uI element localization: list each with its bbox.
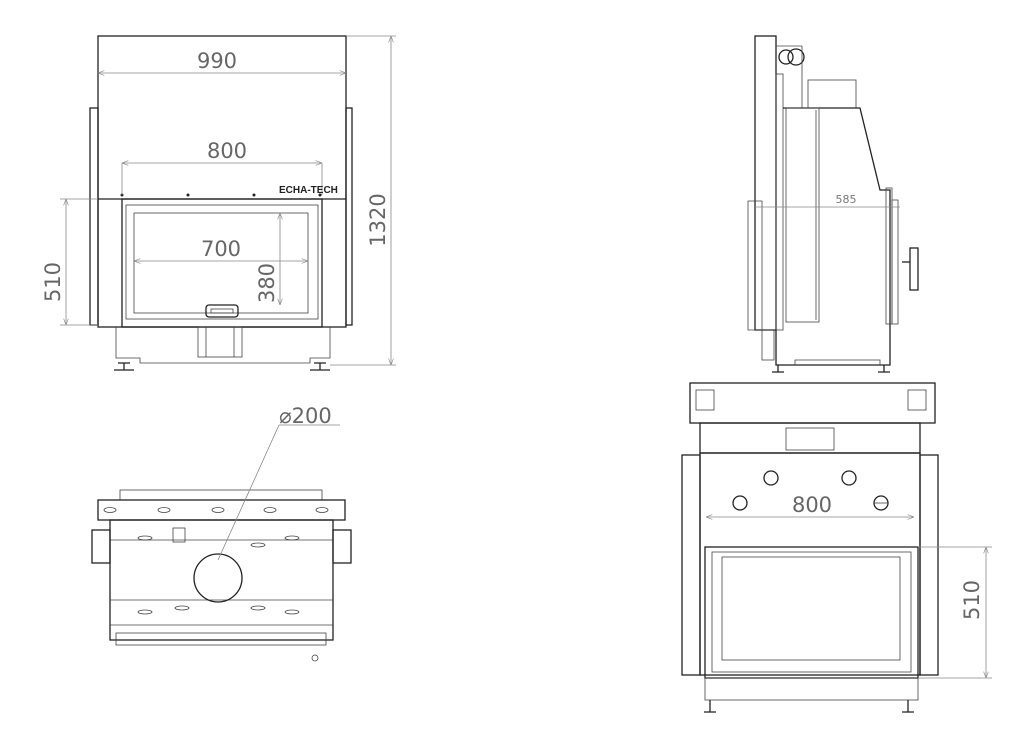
brand-logo: ECHA-TECH bbox=[279, 185, 338, 196]
rear-view: 800 510 bbox=[681, 382, 992, 713]
dim-width-overall: 990 bbox=[197, 49, 237, 73]
side-view: 585 bbox=[747, 35, 919, 373]
dim-height-glass: 380 bbox=[255, 263, 279, 303]
dim-width-door-frame: 800 bbox=[207, 139, 247, 163]
dim-rear-width: 800 bbox=[792, 493, 832, 517]
dim-height-door: 510 bbox=[41, 262, 65, 302]
front-view: 990 800 700 380 510 1320 ECHA-TECH bbox=[41, 35, 396, 371]
top-view: ⌀200 bbox=[91, 404, 352, 662]
dim-depth: 585 bbox=[836, 193, 857, 206]
dim-width-glass: 700 bbox=[201, 237, 241, 261]
dim-height-overall: 1320 bbox=[366, 193, 390, 246]
dim-flue-diameter: ⌀200 bbox=[279, 404, 332, 428]
dim-rear-height: 510 bbox=[960, 580, 984, 620]
